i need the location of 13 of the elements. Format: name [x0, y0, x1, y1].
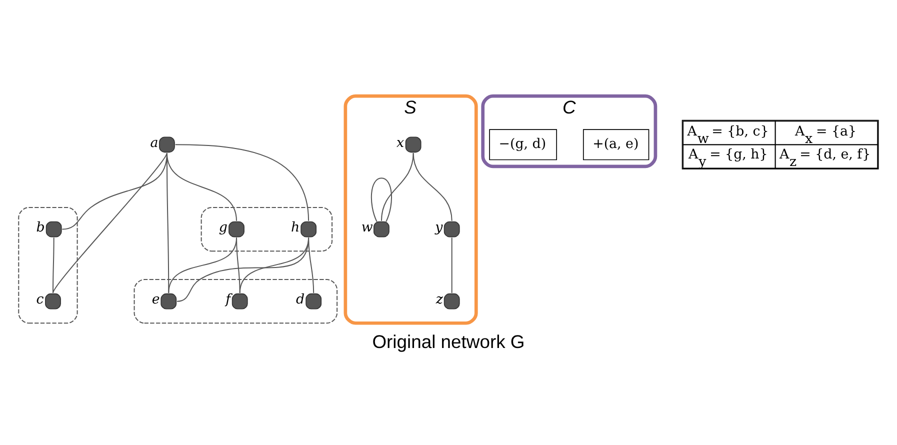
- node-label: e: [152, 292, 160, 308]
- node-label: w: [361, 220, 373, 236]
- node-label: d: [296, 292, 305, 308]
- node-label: y: [435, 220, 443, 236]
- node-label: a: [150, 136, 158, 150]
- node-label: f: [226, 292, 231, 308]
- node-label: x: [396, 136, 404, 150]
- node-label: g: [218, 220, 228, 236]
- node-label: h: [290, 220, 300, 236]
- node-label: c: [36, 292, 44, 308]
- caption: Original network G: [372, 330, 525, 352]
- node-label: z: [436, 292, 443, 308]
- node-label: b: [36, 220, 45, 236]
